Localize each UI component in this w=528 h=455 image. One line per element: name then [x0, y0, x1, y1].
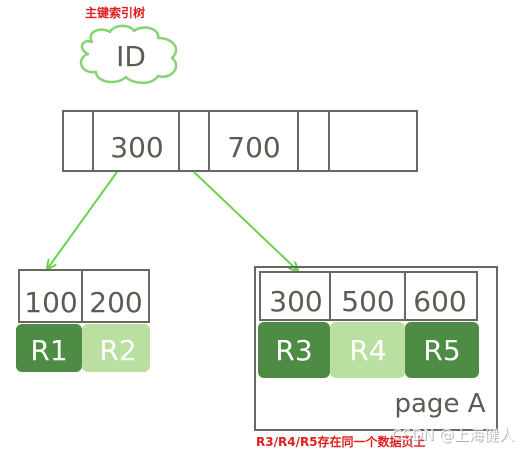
row-r3: [258, 322, 330, 378]
page-a-frame: [254, 266, 498, 431]
row-r5: [405, 322, 479, 378]
root-key-1: 300: [110, 131, 163, 164]
root-node-box: [62, 110, 418, 172]
row-r2-label: R2: [99, 334, 136, 367]
root-label-cloud: ID: [79, 24, 178, 85]
row-r5-label: R5: [423, 334, 460, 367]
row-r4-label: R4: [349, 334, 386, 367]
row-r2: [82, 324, 150, 372]
left-leaf-key-2: 200: [89, 286, 142, 319]
right-leaf-page: 300 500 600 R3 R4 R5 page A: [254, 266, 498, 431]
left-leaf-node: 100 200 R1 R2: [16, 269, 150, 372]
diagram-title: 主键索引树: [85, 5, 145, 20]
cloud-outline: [79, 24, 178, 85]
right-leaf-key-2: 500: [341, 285, 394, 318]
caption: R3/R4/R5存在同一个数据页上: [256, 434, 426, 449]
root-label-text: ID: [116, 40, 146, 73]
arrow-to-right-leaf: [193, 171, 297, 270]
row-r4: [330, 322, 405, 378]
left-leaf-key-1: 100: [24, 286, 77, 319]
right-leaf-key-1: 300: [269, 285, 322, 318]
root-node: [62, 110, 418, 172]
row-r3-label: R3: [275, 334, 312, 367]
root-key-2: 700: [227, 131, 280, 164]
row-r1-label: R1: [30, 334, 67, 367]
watermark: CSDN @上海健人: [391, 426, 514, 444]
page-a-label: page A: [395, 389, 486, 419]
arrow-to-left-leaf: [48, 171, 118, 268]
row-r1: [16, 324, 82, 372]
right-leaf-keys-box: [259, 271, 478, 321]
watermark-shadow: CSDN @上海健人: [392, 427, 515, 445]
left-leaf-keys-box: [18, 269, 150, 323]
right-leaf-key-3: 600: [413, 285, 466, 318]
